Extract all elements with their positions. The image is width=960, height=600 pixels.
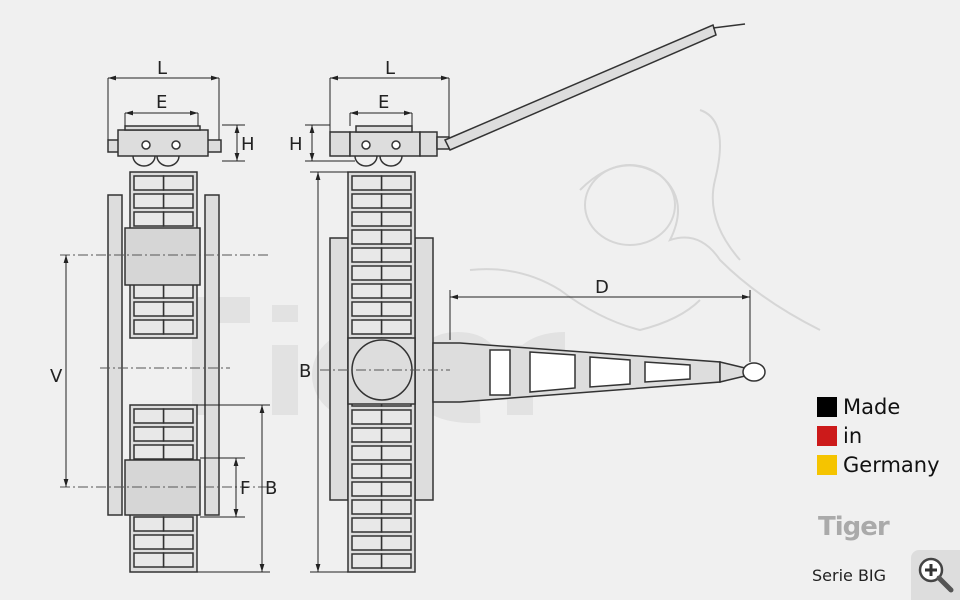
roller-cell [351, 247, 383, 263]
roller-cell [380, 517, 412, 533]
roller-cell [351, 535, 383, 551]
roller-cell [162, 301, 194, 317]
side-view-body [117, 129, 209, 157]
legend-label: Made [843, 394, 901, 419]
dim-L-left: L [157, 58, 167, 79]
roller-cell [133, 426, 165, 442]
dim-L-mid: L [385, 58, 395, 79]
roller-cell [351, 265, 383, 281]
roller-cell [133, 211, 165, 227]
roller-cell [162, 319, 194, 335]
roller-cell [133, 193, 165, 209]
legend-label: Germany [843, 452, 940, 477]
roller-cell [380, 283, 412, 299]
roller-cell [380, 499, 412, 515]
legend-item: in [817, 421, 940, 450]
roller-cell [133, 301, 165, 317]
roller-cell [380, 535, 412, 551]
roller-cell [133, 552, 165, 568]
roller-cell [351, 301, 383, 317]
roller-cell [162, 408, 194, 424]
roller-cell [380, 427, 412, 443]
tiger-watermark-icon [469, 109, 821, 332]
series-label: Serie BIG [812, 566, 887, 585]
roller-cell [351, 553, 383, 569]
roller-cell [351, 427, 383, 443]
roller-cell [380, 193, 412, 209]
roller-cell [162, 426, 194, 442]
roller-cell [380, 211, 412, 227]
legend-item: Made [817, 392, 940, 421]
roller-cell [133, 175, 165, 191]
roller-cell [380, 247, 412, 263]
made-in-germany-legend: Made in Germany [817, 392, 940, 479]
tiger-logo: Tiger [818, 512, 890, 542]
roller-cell [380, 265, 412, 281]
roller-cell [380, 301, 412, 317]
zoom-button[interactable] [911, 550, 960, 600]
dim-E-left: E [156, 92, 167, 113]
roller-cell [380, 319, 412, 335]
dim-F: F [240, 478, 250, 499]
roller-cell [133, 408, 165, 424]
roller-cell [380, 463, 412, 479]
legend-item: Germany [817, 450, 940, 479]
dim-B-mid: B [299, 361, 311, 382]
roller-cell [351, 229, 383, 245]
magnifier-plus-icon [918, 557, 954, 593]
roller-cell [351, 319, 383, 335]
dim-V: V [50, 366, 63, 387]
roller-cell [351, 211, 383, 227]
roller-cell [162, 516, 194, 532]
roller-cell [380, 553, 412, 569]
legend-label: in [843, 423, 863, 448]
flag-black-swatch [817, 396, 837, 417]
roller-cell [351, 409, 383, 425]
roller-cell [380, 409, 412, 425]
dim-H-mid: H [289, 134, 303, 155]
flag-gold-swatch [817, 454, 837, 475]
roller-cell [133, 534, 165, 550]
roller-cell [162, 193, 194, 209]
roller-cell [162, 552, 194, 568]
roller-cell [351, 481, 383, 497]
dim-D: D [595, 277, 609, 298]
roller-cell [380, 229, 412, 245]
tow-handle-raised [443, 23, 717, 151]
roller-cell [162, 175, 194, 191]
roller-cell [380, 481, 412, 497]
roller-cell [133, 516, 165, 532]
roller-cell [351, 463, 383, 479]
roller-cell [133, 444, 165, 460]
dim-E-mid: E [378, 92, 389, 113]
roller-cell [133, 283, 165, 299]
roller-cell [162, 283, 194, 299]
roller-cell [162, 444, 194, 460]
flag-red-swatch [817, 425, 837, 446]
roller-cell [351, 499, 383, 515]
roller-cell [162, 211, 194, 227]
roller-cell [351, 283, 383, 299]
roller-cell [380, 175, 412, 191]
roller-cell [351, 445, 383, 461]
dim-B-left: B [265, 478, 277, 499]
dim-H-left: H [241, 134, 255, 155]
roller-cell [133, 319, 165, 335]
roller-cell [351, 517, 383, 533]
roller-cell [351, 175, 383, 191]
roller-cell [162, 534, 194, 550]
roller-cell [380, 445, 412, 461]
roller-cell [351, 193, 383, 209]
